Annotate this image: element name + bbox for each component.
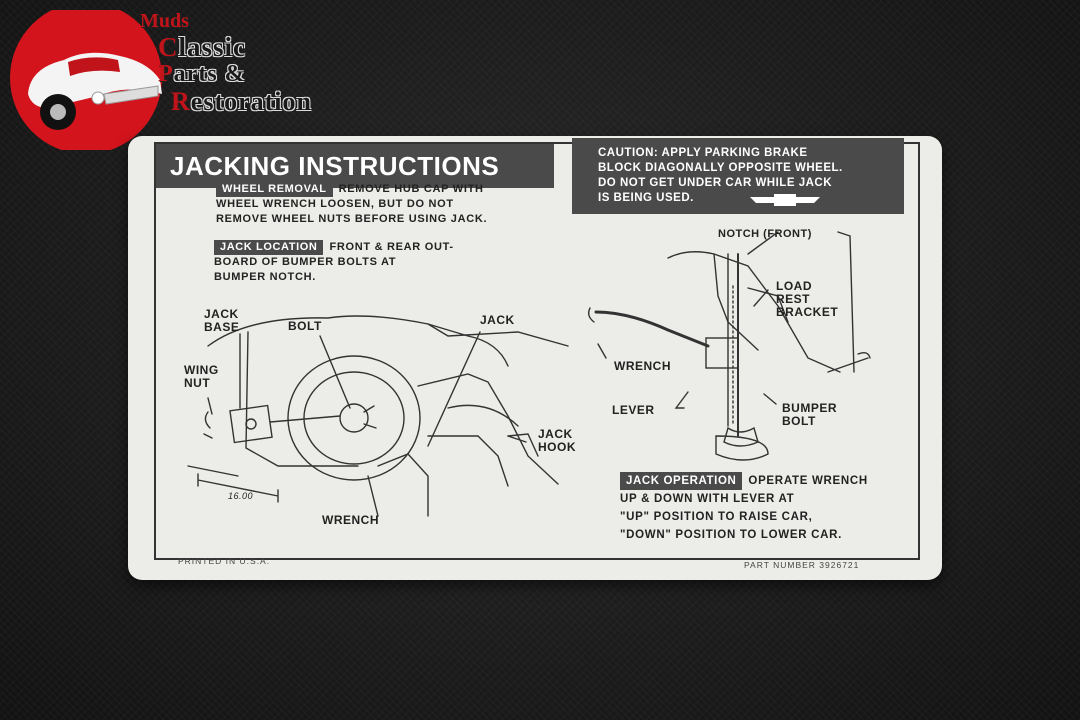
caution-box: CAUTION: APPLY PARKING BRAKE BLOCK DIAGO…: [572, 138, 904, 214]
left-diagram: [187, 315, 569, 517]
jack-operation-line-2: UP & DOWN WITH LEVER AT: [620, 493, 795, 505]
jack-location-section: JACK LOCATION FRONT & REAR OUT- BOARD OF …: [214, 240, 514, 285]
jack-location-tag: JACK LOCATION: [214, 240, 324, 255]
caution-line-4: IS BEING USED.: [598, 192, 694, 204]
printed-in-usa: PRINTED IN U.S.A.: [178, 556, 271, 566]
wheel-removal-tag: WHEEL REMOVAL: [216, 182, 333, 197]
part-number: PART NUMBER 3926721: [744, 560, 860, 570]
jack-location-line-3: BUMPER NOTCH.: [214, 271, 316, 283]
logo-muds: Muds: [140, 10, 189, 32]
jacking-diagram: [187, 231, 871, 517]
wheel-removal-section: WHEEL REMOVAL REMOVE HUB CAP WITH WHEEL W…: [216, 182, 536, 227]
red-car-emblem-icon: [10, 10, 162, 150]
logo-restoration: Restoration: [171, 87, 312, 116]
label-bolt: BOLT: [288, 319, 322, 333]
caution-line-3: DO NOT GET UNDER CAR WHILE JACK: [598, 177, 832, 189]
right-diagram: [587, 231, 871, 461]
label-wrench-right: WRENCH: [614, 359, 671, 373]
logo-classic: Classic: [158, 32, 247, 62]
logo-parts: Parts &: [158, 61, 246, 87]
decal-border: [154, 142, 920, 560]
caution-line-2: BLOCK DIAGONALLY OPPOSITE WHEEL.: [598, 162, 843, 174]
jack-location-line-2: BOARD OF BUMPER BOLTS AT: [214, 256, 397, 268]
wheel-removal-line-1: REMOVE HUB CAP WITH: [338, 183, 484, 195]
label-notch-front: NOTCH (FRONT): [718, 228, 812, 240]
jack-operation-section: JACK OPERATION OPERATE WRENCH UP & DOWN W…: [620, 472, 910, 544]
wheel-removal-line-3: REMOVE WHEEL NUTS BEFORE USING JACK.: [216, 213, 488, 225]
shop-logo: Muds Classic Parts & Restoration: [8, 10, 398, 150]
decal-header: JACKING INSTRUCTIONS CAUTION: APPLY PARK…: [156, 138, 904, 216]
label-lever: LEVER: [612, 403, 655, 417]
decal-title: JACKING INSTRUCTIONS: [156, 144, 554, 188]
caution-line-1: CAUTION: APPLY PARKING BRAKE: [598, 147, 808, 159]
jack-operation-tag: JACK OPERATION: [620, 472, 743, 490]
jack-operation-line-4: "DOWN" POSITION TO LOWER CAR.: [620, 529, 843, 541]
wheel-removal-line-2: WHEEL WRENCH LOOSEN, BUT DO NOT: [216, 198, 454, 210]
jack-operation-line-1: OPERATE WRENCH: [748, 475, 868, 487]
jack-operation-line-3: "UP" POSITION TO RAISE CAR,: [620, 511, 813, 523]
label-jack: JACK: [480, 313, 515, 327]
label-dimension: 16.00: [228, 491, 254, 501]
jack-location-line-1: FRONT & REAR OUT-: [329, 241, 454, 253]
bowtie-emblem-icon: [750, 194, 820, 206]
jacking-instructions-decal: JACKING INSTRUCTIONS CAUTION: APPLY PARK…: [128, 136, 942, 580]
label-wrench-left: WRENCH: [322, 513, 379, 527]
